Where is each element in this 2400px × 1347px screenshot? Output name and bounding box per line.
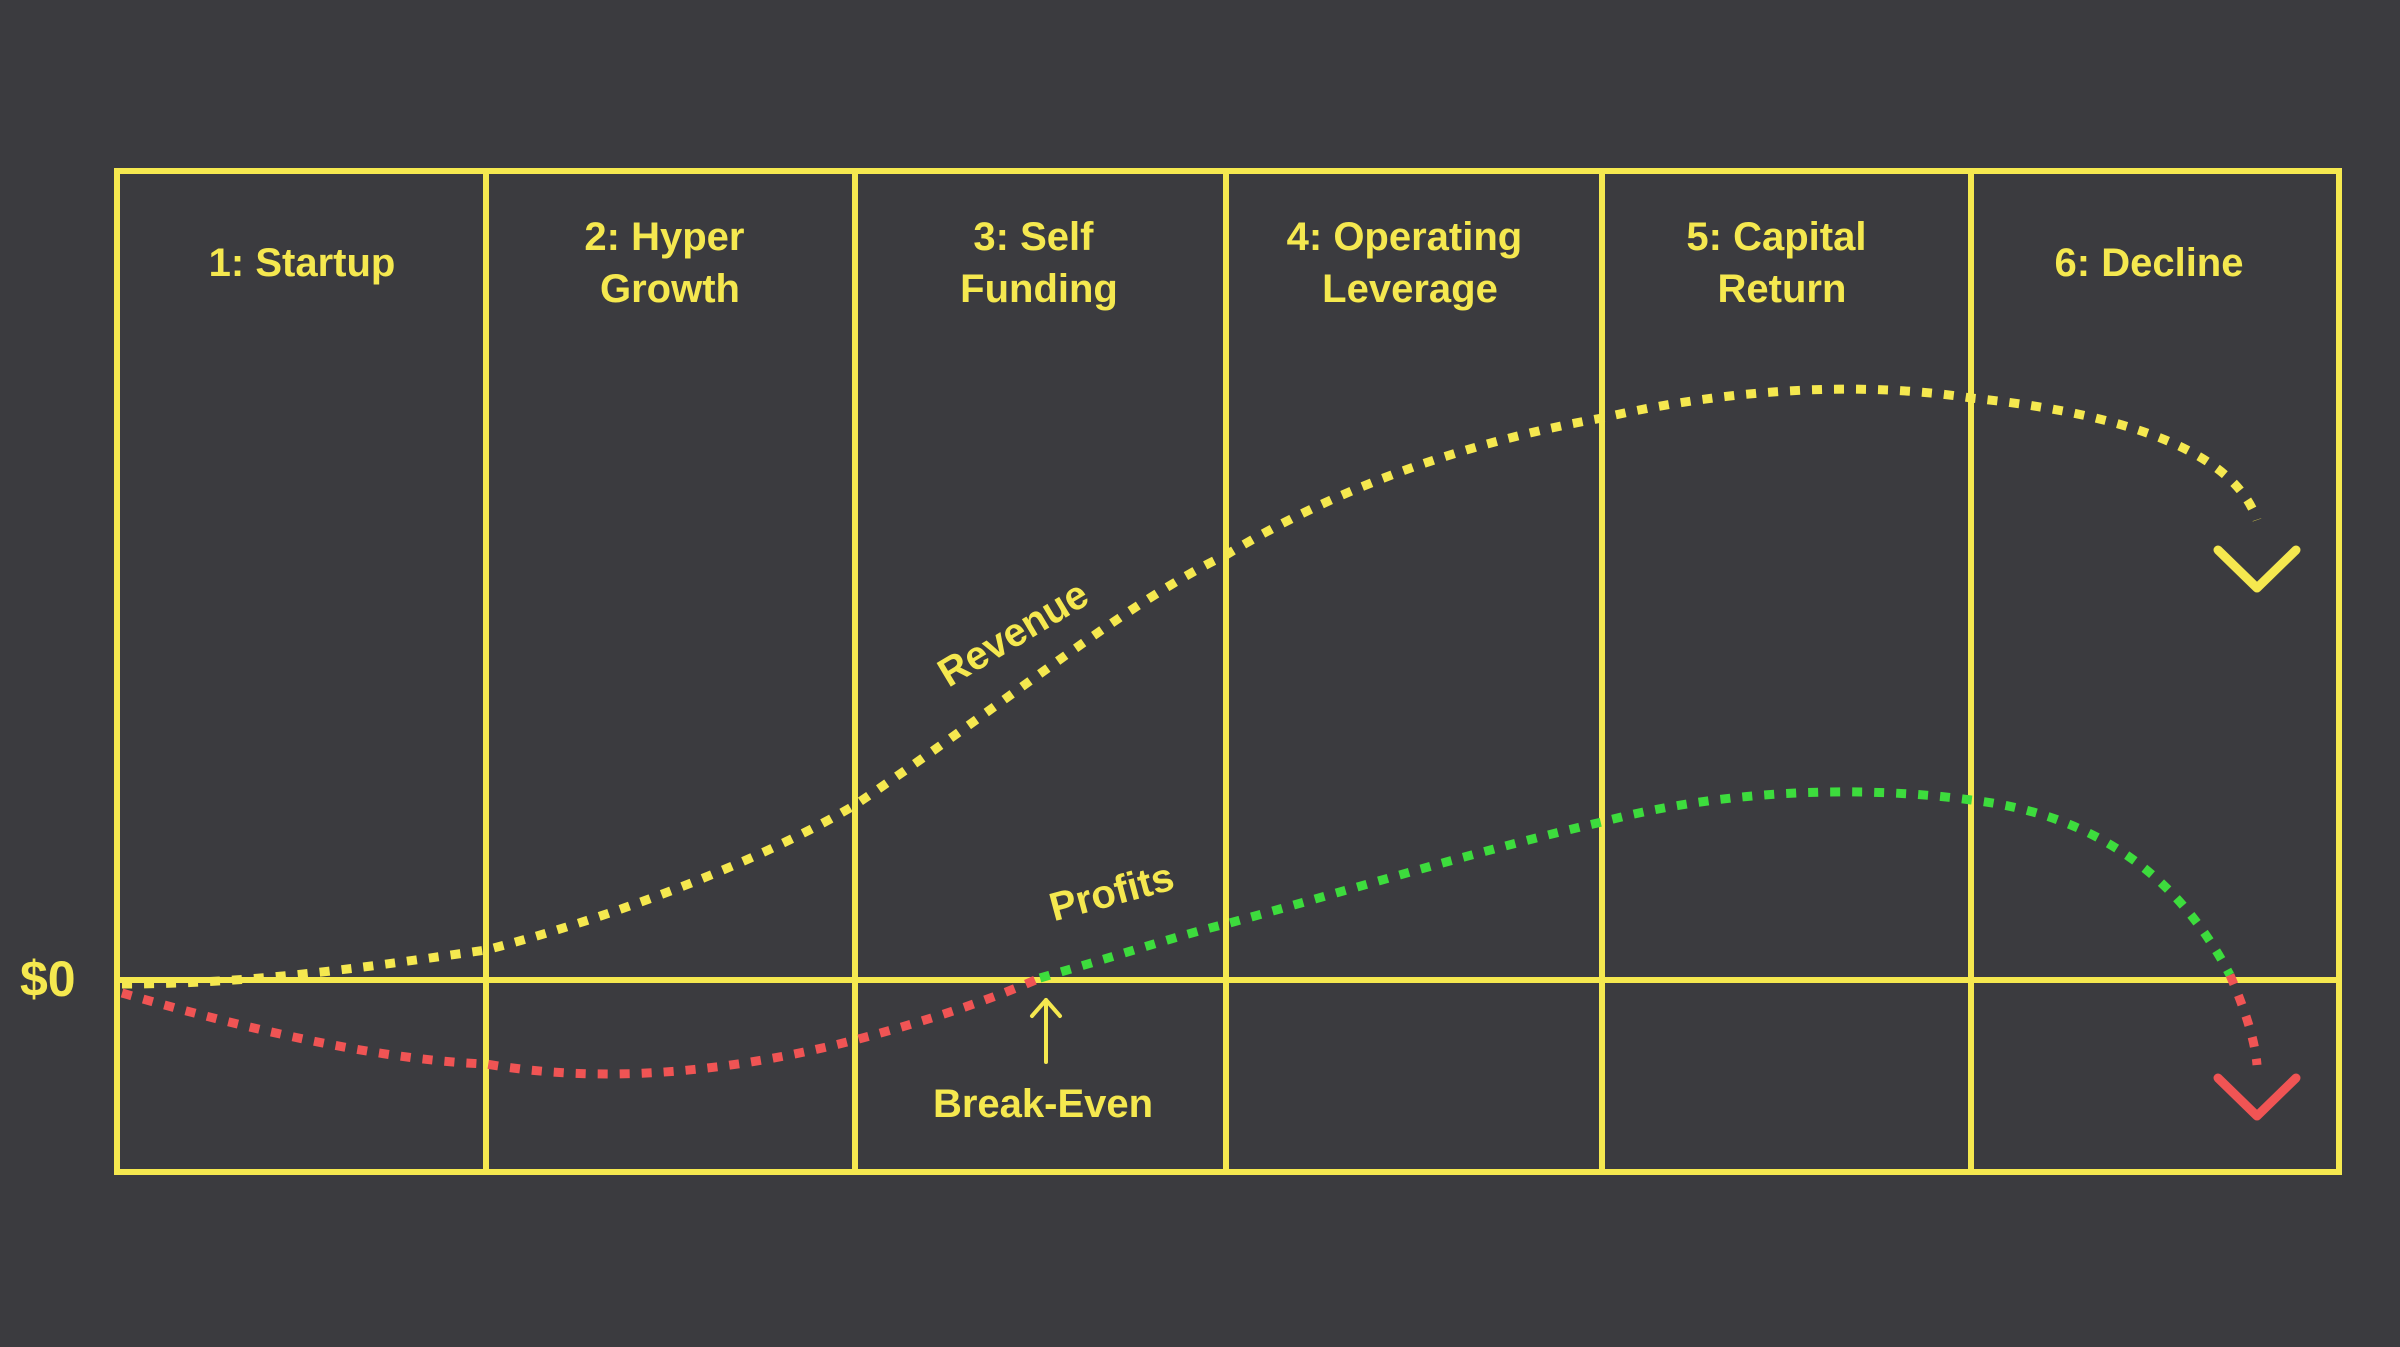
stage-title-line: 6: Decline [2055, 241, 2244, 285]
stage-title-line: Return [1718, 267, 1847, 311]
stage-title-line: 1: Startup [209, 241, 396, 285]
break-even-arrow-head-icon [1030, 998, 1062, 1018]
stage-grid [114, 168, 2342, 1175]
revenue-decline-arrow-icon [2213, 545, 2301, 593]
profit-curve-positive [1038, 787, 2234, 983]
revenue-label: Revenue [931, 572, 1097, 696]
stage-title-operating-leverage: 4: Operating Leverage [1287, 215, 1534, 311]
stage-title-capital-return: 5: Capital Return [1686, 215, 1877, 311]
zero-label: $0 [20, 951, 76, 1007]
stage-title-line: Leverage [1322, 267, 1498, 311]
stage-title-startup: 1: Startup [209, 241, 396, 285]
stage-title-line: Growth [600, 267, 740, 311]
stage-title-self-funding: 3: Self Funding [960, 215, 1118, 311]
stage-title-line: Funding [960, 267, 1118, 311]
profits-label: Profits [1045, 855, 1179, 930]
stage-title-decline: 6: Decline [2055, 241, 2244, 285]
break-even-label: Break-Even [933, 1082, 1153, 1126]
stage-title-line: 3: Self [973, 215, 1094, 259]
stage-titles: 1: Startup 2: Hyper Growth 3: Self Fundi… [209, 215, 2244, 311]
profit-decline-arrow-icon [2213, 1073, 2301, 1121]
stage-title-line: 4: Operating [1287, 215, 1523, 259]
revenue-curve [121, 384, 2262, 989]
profit-curve-negative [120, 973, 1042, 1079]
stage-title-line: 2: Hyper [584, 215, 744, 259]
stage-title-hyper-growth: 2: Hyper Growth [584, 215, 755, 311]
profit-curve-decline [2225, 973, 2262, 1066]
stage-title-line: 5: Capital [1686, 215, 1866, 259]
break-even-marker [1030, 998, 1062, 1064]
